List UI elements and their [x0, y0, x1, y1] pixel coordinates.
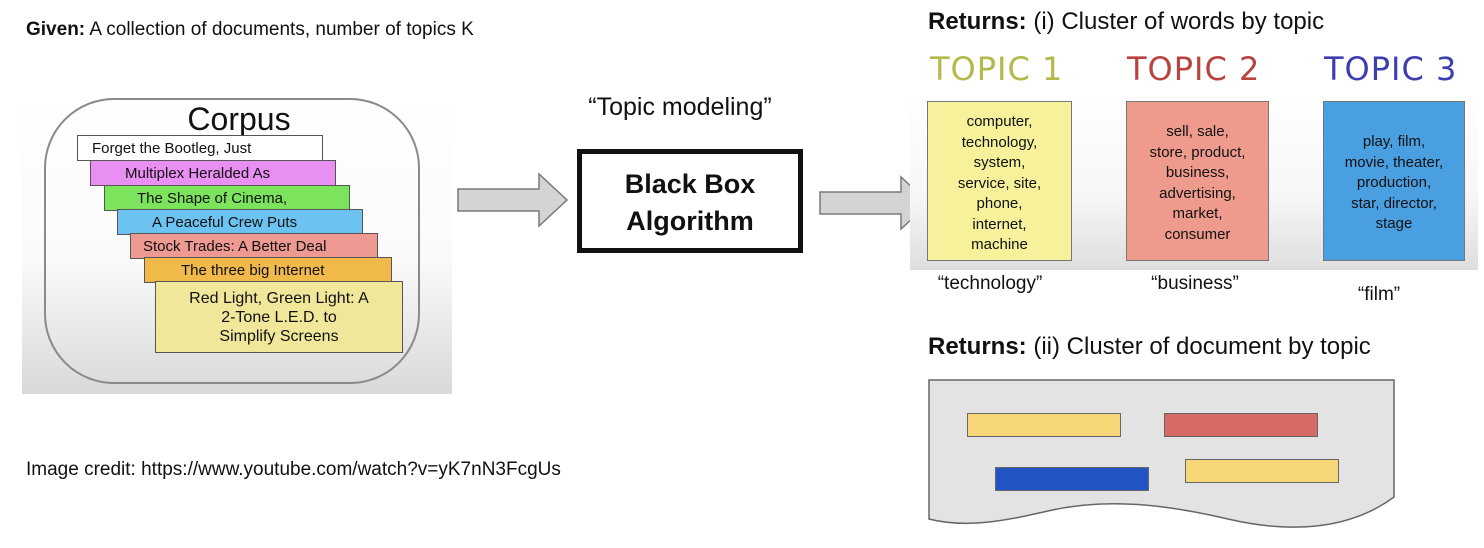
document-line: 2-Tone L.E.D. to: [221, 309, 337, 326]
topic-heading: TOPIC 2: [1127, 50, 1261, 88]
topic-word: computer,: [966, 113, 1033, 130]
topic-heading: TOPIC 3: [1324, 50, 1458, 88]
image-credit: Image credit: https://www.youtube.com/wa…: [26, 459, 561, 480]
topic-words-box: computer, technology, system, service, s…: [927, 101, 1072, 261]
topic-words-box: sell, sale, store, product, business, ad…: [1126, 101, 1269, 261]
arrow-right-icon: [457, 172, 569, 228]
topic-label: “business”: [1151, 273, 1239, 294]
given-description: A collection of documents, number of top…: [89, 19, 474, 40]
black-box-line: Black Box: [624, 169, 756, 199]
topic-word: phone,: [976, 195, 1023, 212]
black-box-line: Algorithm: [626, 206, 754, 236]
returns-description: (i) Cluster of words by topic: [1033, 8, 1325, 35]
black-box-algorithm: Black Box Algorithm: [577, 149, 803, 253]
cluster-bar: [995, 467, 1149, 491]
topic-word: store, product,: [1149, 143, 1246, 161]
corpus-container: [44, 98, 420, 384]
document-cluster-sheet: [928, 379, 1396, 536]
topic-word: service, site,: [957, 174, 1042, 192]
given-label: Given:: [26, 19, 86, 40]
document-card: The Shape of Cinema,: [104, 185, 350, 211]
process-label: “Topic modeling”: [588, 93, 772, 121]
document-line: Simplify Screens: [219, 328, 339, 345]
returns-description: (ii) Cluster of document by topic: [1033, 333, 1371, 360]
document-line: Red Light, Green Light: A: [189, 290, 369, 307]
returns-words-heading: Returns: (i) Cluster of words by topic: [928, 8, 1324, 36]
topic-word: technology,: [961, 133, 1038, 151]
document-card: A Peaceful Crew Puts: [117, 209, 363, 235]
topic-word: market,: [1172, 205, 1223, 222]
topic-label: “technology”: [937, 273, 1043, 294]
returns-label: Returns:: [928, 8, 1027, 35]
document-card: The three big Internet: [144, 257, 392, 283]
topic-word: sell, sale,: [1166, 123, 1229, 140]
document-card: Stock Trades: A Better Deal: [130, 233, 378, 259]
topic-word: production,: [1356, 174, 1432, 191]
document-card-featured: Red Light, Green Light: A 2-Tone L.E.D. …: [155, 281, 403, 353]
topic-heading: TOPIC 1: [930, 50, 1064, 88]
topic-word: machine: [971, 236, 1028, 253]
corpus-title: Corpus: [187, 101, 291, 137]
topic-word: business,: [1165, 164, 1230, 181]
topic-word: movie, theater,: [1344, 153, 1444, 171]
cluster-bar: [1164, 413, 1318, 437]
topic-word: internet,: [972, 215, 1027, 233]
topic-word: system,: [973, 154, 1026, 171]
topic-word: stage: [1375, 215, 1413, 232]
topic-label: “film”: [1357, 284, 1401, 305]
document-card: Forget the Bootleg, Just: [77, 135, 323, 161]
document-card: Multiplex Heralded As: [90, 160, 336, 186]
returns-label: Returns:: [928, 333, 1027, 360]
returns-docs-heading: Returns: (ii) Cluster of document by top…: [928, 333, 1371, 361]
topic-word: advertising,: [1159, 184, 1236, 202]
topic-word: star, director,: [1351, 194, 1437, 212]
topic-word: consumer: [1164, 225, 1231, 243]
topic-word: play, film,: [1362, 133, 1426, 150]
topic-words-box: play, film, movie, theater, production, …: [1323, 101, 1465, 261]
cluster-bar: [967, 413, 1121, 437]
cluster-bar: [1185, 459, 1339, 483]
given-text: Given: A collection of documents, number…: [26, 16, 486, 43]
